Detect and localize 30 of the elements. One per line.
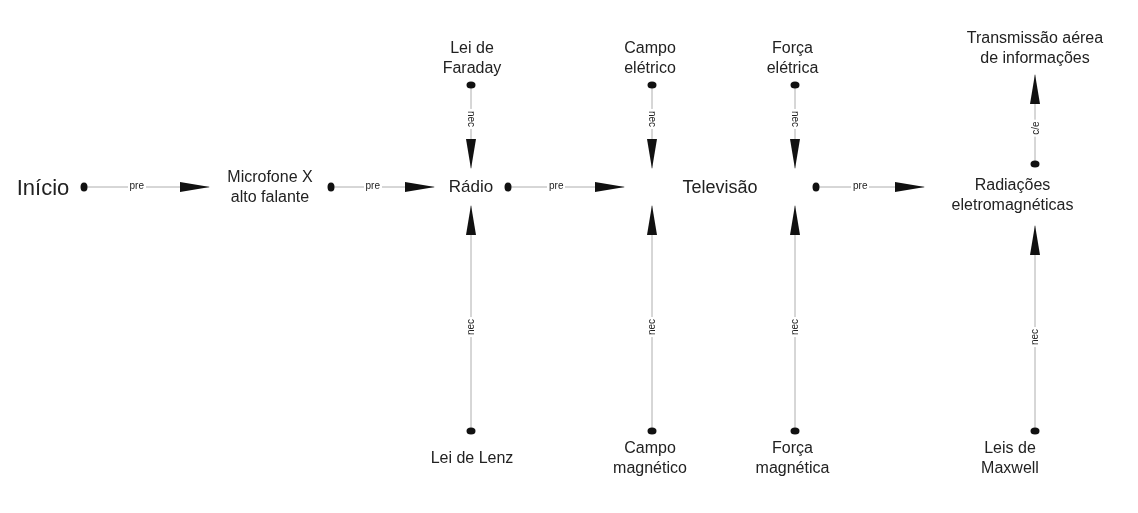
arrow: [1030, 74, 1040, 168]
concept-label: Televisão: [682, 175, 758, 199]
concept-label: Início: [16, 174, 70, 202]
concept-label: Força elétrica: [765, 38, 820, 78]
arrow: [504, 182, 625, 192]
edge-label: pre: [851, 180, 870, 192]
concept-label: Campo elétrico: [623, 38, 677, 78]
arrow: [466, 81, 476, 169]
concept-label: Leis de Maxwell: [980, 438, 1040, 478]
concept-label: Rádio: [448, 176, 494, 198]
edge-label: c/e: [1029, 118, 1042, 137]
concept-label: Microfone X alto falante: [226, 167, 314, 207]
arrow: [812, 182, 925, 192]
edge-label: pre: [127, 180, 146, 192]
arrow: [790, 205, 800, 435]
concept-label: Campo magnético: [612, 438, 688, 478]
arrow: [80, 182, 210, 192]
arrow: [466, 205, 476, 435]
concept-label: Transmissão aérea de informações: [965, 28, 1105, 68]
arrow: [647, 81, 657, 169]
edge-label: pre: [547, 180, 566, 192]
arrow: [1030, 225, 1040, 435]
concept-label: Radiações eletromagnéticas: [950, 175, 1075, 215]
concept-label: Lei de Lenz: [430, 448, 514, 468]
arrow: [790, 81, 800, 169]
concept-label: Lei de Faraday: [441, 38, 503, 78]
arrow: [647, 205, 657, 435]
edge-label: pre: [363, 180, 382, 192]
arrow: [327, 182, 435, 192]
concept-label: Força magnética: [754, 438, 831, 478]
